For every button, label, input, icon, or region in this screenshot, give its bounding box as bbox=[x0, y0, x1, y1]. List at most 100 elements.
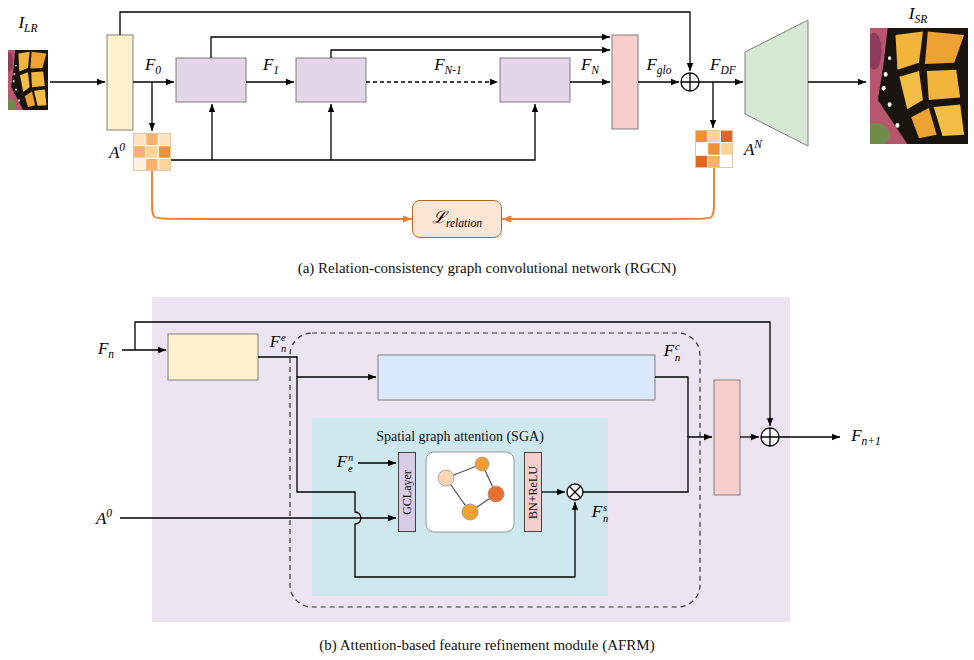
afrm-block bbox=[500, 58, 570, 102]
matrix-border bbox=[696, 131, 733, 168]
add-symbol bbox=[681, 73, 699, 91]
matrix-border bbox=[134, 134, 171, 171]
arrow-line bbox=[542, 491, 565, 492]
superscript: n bbox=[348, 452, 353, 463]
matrix-cell bbox=[146, 146, 159, 159]
arrow-line bbox=[808, 81, 866, 82]
relation-connector bbox=[152, 171, 412, 219]
matrix-node: A0 bbox=[133, 133, 171, 171]
attention-region: Spatial graph attention (SGA)GCLayerBN+R… bbox=[312, 418, 608, 596]
math-label: FN bbox=[581, 55, 599, 78]
layer-name: GCLayer bbox=[400, 470, 415, 515]
math-base: F bbox=[581, 55, 591, 74]
graph-box bbox=[426, 452, 514, 532]
graph-vertex bbox=[462, 504, 478, 520]
arrow-line bbox=[133, 81, 174, 82]
afrm-block bbox=[176, 58, 246, 102]
arrow-line bbox=[246, 81, 294, 82]
subscript: N-1 bbox=[445, 64, 462, 77]
matrix-label: AN bbox=[744, 138, 762, 160]
arrow-line bbox=[297, 376, 376, 377]
dashed-group bbox=[290, 333, 700, 607]
arrow-line bbox=[570, 81, 610, 82]
arrow-line bbox=[699, 81, 743, 82]
adjacency-line bbox=[211, 104, 212, 160]
superscript: 0 bbox=[106, 507, 112, 520]
math-base: F bbox=[98, 339, 108, 358]
matrix-cell bbox=[720, 143, 733, 156]
math-base: F bbox=[646, 55, 656, 74]
math-base: F bbox=[263, 55, 273, 74]
index-stack: en bbox=[348, 452, 353, 474]
math-base: F bbox=[592, 502, 602, 521]
subscript: n bbox=[675, 352, 680, 363]
matrix-cell bbox=[158, 146, 171, 159]
subscript: 0 bbox=[155, 64, 161, 77]
matrix-cell bbox=[695, 130, 708, 143]
matrix-cell bbox=[708, 143, 721, 156]
subscript: glo bbox=[657, 64, 672, 77]
matrix-cell bbox=[720, 155, 733, 168]
matrix-cell bbox=[133, 146, 146, 159]
matrix-grid bbox=[695, 130, 733, 168]
subscript: n+1 bbox=[862, 435, 881, 448]
math-label: Fns bbox=[592, 502, 609, 524]
loss-box: ℒrelation bbox=[412, 200, 502, 239]
afrm-block bbox=[296, 58, 366, 102]
lr-image-content bbox=[5, 50, 48, 111]
matrix-cell bbox=[158, 133, 171, 146]
layer-box: BN+ReLU bbox=[524, 452, 542, 532]
math-base: F bbox=[434, 55, 444, 74]
arrow-line bbox=[638, 81, 679, 82]
fusion-block bbox=[714, 380, 740, 495]
arrow-line bbox=[122, 349, 166, 350]
math-label: Fn bbox=[98, 339, 114, 362]
layer-box: GCLayer bbox=[398, 452, 416, 532]
conv-block bbox=[107, 35, 133, 130]
index-stack: ne bbox=[281, 332, 286, 354]
loss-name: ℒrelation bbox=[432, 208, 482, 231]
upsampler-block bbox=[745, 20, 808, 146]
subscript: DF bbox=[720, 64, 735, 77]
matrix-cell bbox=[133, 158, 146, 171]
math-base: A bbox=[109, 143, 119, 162]
matrix-cell bbox=[146, 133, 159, 146]
math-label: Fen bbox=[337, 452, 354, 474]
arrow-line bbox=[50, 81, 105, 82]
matrix-grid bbox=[133, 133, 171, 171]
fusion-block bbox=[612, 35, 638, 129]
math-base: F bbox=[851, 426, 861, 445]
matrix-cell bbox=[695, 143, 708, 156]
math-base: F bbox=[664, 341, 674, 360]
math-base: F bbox=[710, 55, 720, 74]
superscript: c bbox=[675, 341, 680, 352]
math-label: Fn+1 bbox=[851, 426, 881, 449]
graph-vertex bbox=[438, 470, 454, 486]
add-symbol-cross bbox=[681, 73, 699, 91]
matrix-cell bbox=[708, 130, 721, 143]
arrow-line bbox=[779, 436, 840, 437]
arrow-line bbox=[358, 462, 396, 463]
math-label: Fnc bbox=[664, 341, 681, 363]
sr-image-content bbox=[862, 28, 968, 146]
matrix-cell bbox=[133, 133, 146, 146]
dense-line bbox=[331, 50, 610, 58]
subscript: e bbox=[348, 463, 353, 474]
subscript: n bbox=[603, 513, 608, 524]
sr-image bbox=[862, 28, 968, 146]
graph-vertex bbox=[488, 486, 504, 502]
math-base: I bbox=[18, 13, 24, 32]
arrow-line bbox=[151, 82, 152, 131]
math-base: I bbox=[909, 4, 915, 23]
figure-caption: (a) Relation-consistency graph convoluti… bbox=[298, 260, 677, 277]
math-label: FDF bbox=[710, 55, 736, 78]
lr-image bbox=[5, 50, 48, 111]
math-label: Fne bbox=[270, 332, 287, 354]
channel-block bbox=[378, 355, 655, 400]
multiply-symbol-cross bbox=[569, 486, 580, 497]
superscript: 0 bbox=[119, 141, 125, 154]
